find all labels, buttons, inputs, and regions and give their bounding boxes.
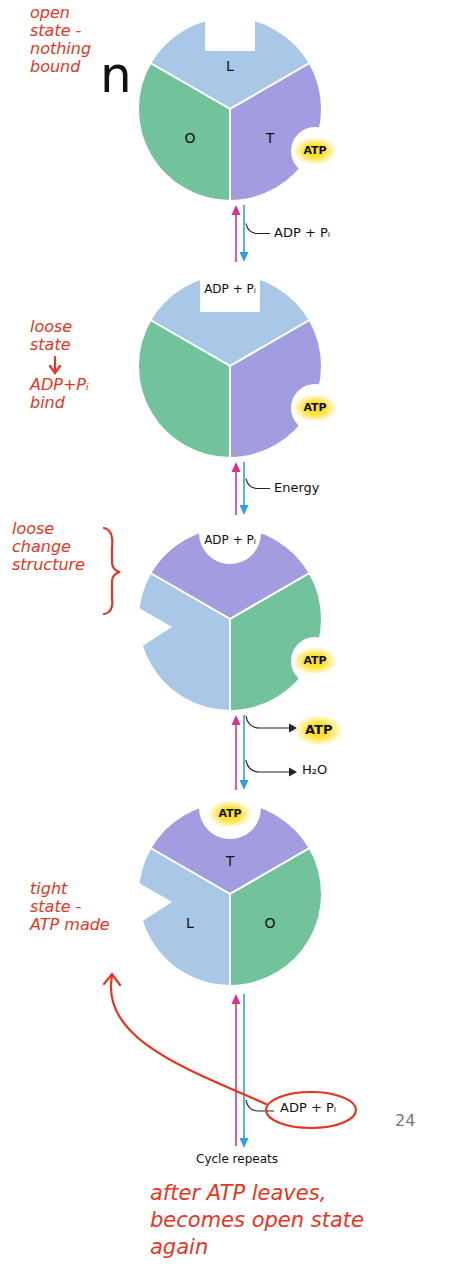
bound-substrate: ADP + Pᵢ [204,283,256,296]
handwritten-note: tight state - ATP made [30,880,110,934]
synthase-stage: ADP + Pᵢ ATP [110,262,350,462]
atp-molecule: ATP [209,801,250,827]
product-arrow [246,716,290,772]
handwritten-mark [50,84,356,1128]
reversible-arrow [232,205,249,262]
bound-substrate: ADP + Pᵢ [204,534,256,547]
reversible-arrow [232,462,249,515]
synthase-stage: L O T ATP [110,5,350,205]
atp-molecule: ATP [294,138,335,164]
trefoil-subunits [110,5,350,205]
title-fragment: n [100,50,132,100]
atp-molecule: ATP [294,648,335,674]
reaction-label: ATP [296,716,341,745]
reversible-arrow [232,994,275,1148]
reaction-label: H₂O [302,763,327,778]
subunit-letter: O [184,131,195,146]
handwritten-note: loose change structure [12,520,104,574]
reversible-arrow [232,715,249,790]
handwritten-note: after ATP leaves, becomes open state aga… [150,1180,370,1261]
slide-number: 24 [395,1112,415,1130]
edge-label: ADP + Pᵢ [274,226,330,241]
reaction-label: Cycle repeats [196,1153,278,1167]
subunit-letter: L [226,59,234,74]
edge-label: Energy [274,481,320,496]
subunit-letter: T [266,131,275,146]
handwritten-note: open state - nothing bound [30,4,98,76]
reactant-hook [246,224,270,234]
handwritten-note: loose state [30,318,106,354]
atp-molecule: ATP [294,395,335,421]
synthase-stage: ADP + Pᵢ ATP [110,515,350,715]
subunit-letter: O [264,916,275,931]
subunit-letter: L [186,916,194,931]
synthase-stage: ATP T L O [110,790,350,990]
reactant-hook [246,479,270,489]
handwritten-note: ADP+Pᵢ bind [30,376,106,412]
subunit-letter: T [226,854,235,869]
reaction-label: ADP + Pᵢ [280,1101,336,1116]
